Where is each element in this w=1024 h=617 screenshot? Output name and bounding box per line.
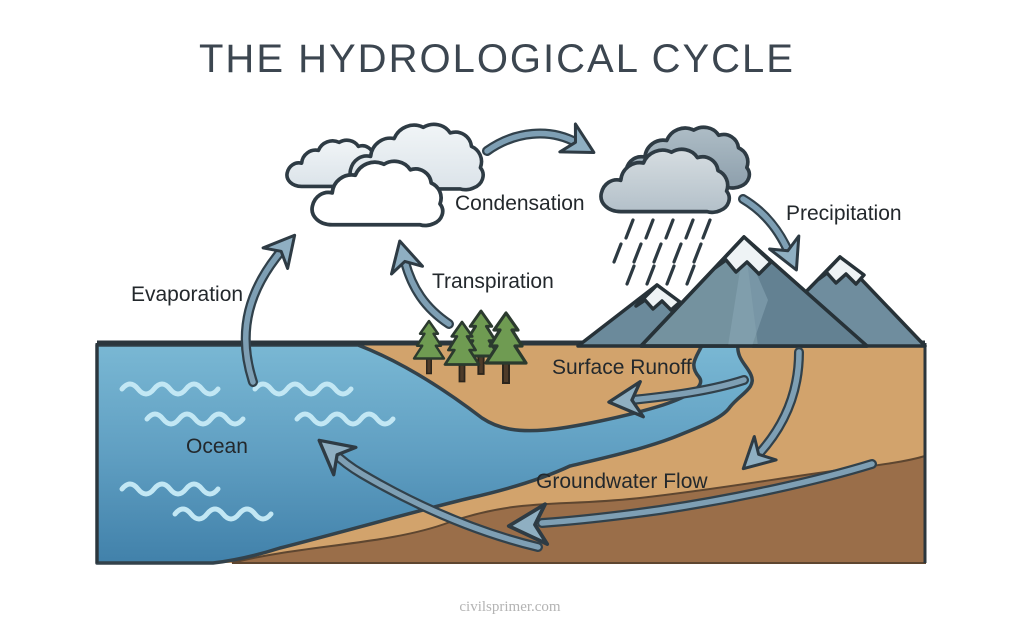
ocean-return-arrow xyxy=(306,424,543,552)
label-transpiration: Transpiration xyxy=(432,270,554,293)
diagram-labels: Condensation Precipitation Evaporation T… xyxy=(131,192,902,493)
precipitation-arrow xyxy=(738,194,813,278)
snowcap-right xyxy=(817,255,866,286)
snowcap-left xyxy=(634,283,682,312)
evaporation-arrow xyxy=(240,223,309,387)
rain-cloud xyxy=(599,125,752,286)
condensation-arrow xyxy=(482,122,604,168)
label-ocean: Ocean xyxy=(186,435,248,458)
rain-streaks xyxy=(612,218,712,286)
label-evaporation: Evaporation xyxy=(131,283,243,306)
label-precipitation: Precipitation xyxy=(786,202,902,225)
mountain-middle-outline xyxy=(639,235,869,348)
surface-runoff-arrow xyxy=(605,375,749,422)
watermark: civilsprimer.com xyxy=(459,599,561,615)
label-groundwater-flow: Groundwater Flow xyxy=(536,470,708,493)
transpiration-arrow xyxy=(382,235,454,329)
groundwater-flow-arrow xyxy=(505,459,877,548)
snowcap-middle xyxy=(713,235,773,276)
cycle-arrows xyxy=(240,122,877,552)
label-condensation: Condensation xyxy=(455,192,585,215)
rain-cloud-front xyxy=(599,147,732,215)
mountain-middle-highlight xyxy=(728,245,768,346)
page-title: THE HYDROLOGICAL CYCLE xyxy=(199,37,795,81)
mountains xyxy=(576,235,927,348)
condensation-clouds xyxy=(285,122,485,228)
label-surface-runoff: Surface Runoff xyxy=(552,356,692,379)
infiltration-arrow xyxy=(730,347,804,482)
